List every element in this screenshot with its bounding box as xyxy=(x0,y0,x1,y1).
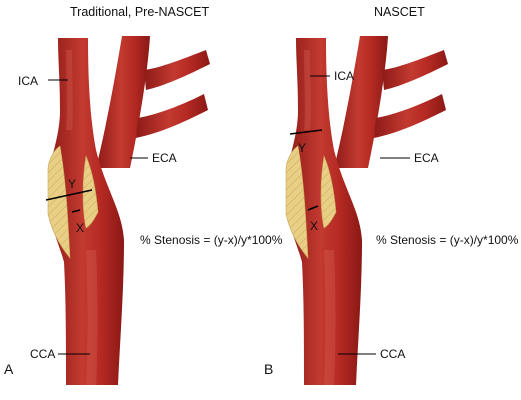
artery-illustration-b xyxy=(285,35,449,386)
panel-b: NASCET ICA ECA CCA Y X % Stenosis = (y-x… xyxy=(264,5,519,386)
measure-line-y-a xyxy=(45,189,93,201)
label-ica-a: ICA xyxy=(18,74,38,88)
measure-line-y-b xyxy=(289,129,323,135)
panel-title-b: NASCET xyxy=(374,5,425,19)
panel-letter-a: A xyxy=(4,361,14,377)
label-cca-a: CCA xyxy=(30,347,55,361)
label-eca-b: ECA xyxy=(414,151,439,165)
panel-a: Traditional, Pre-NASCET ICA ECA CCA Y X … xyxy=(4,5,283,386)
panel-letter-b: B xyxy=(264,361,273,377)
label-x-b: X xyxy=(310,219,318,233)
label-ica-b: ICA xyxy=(334,69,354,83)
measure-line-x-b xyxy=(307,205,319,211)
measure-line-x-a xyxy=(71,209,81,213)
label-eca-a: ECA xyxy=(152,151,177,165)
label-y-b: Y xyxy=(298,141,306,155)
label-x-a: X xyxy=(76,221,84,235)
stenosis-formula-a: % Stenosis = (y-x)/y*100% xyxy=(140,233,283,247)
panel-title-a: Traditional, Pre-NASCET xyxy=(70,5,210,19)
stenosis-formula-b: % Stenosis = (y-x)/y*100% xyxy=(376,233,519,247)
label-cca-b: CCA xyxy=(380,347,405,361)
artery-illustration-a xyxy=(47,35,211,386)
label-y-a: Y xyxy=(68,177,76,191)
